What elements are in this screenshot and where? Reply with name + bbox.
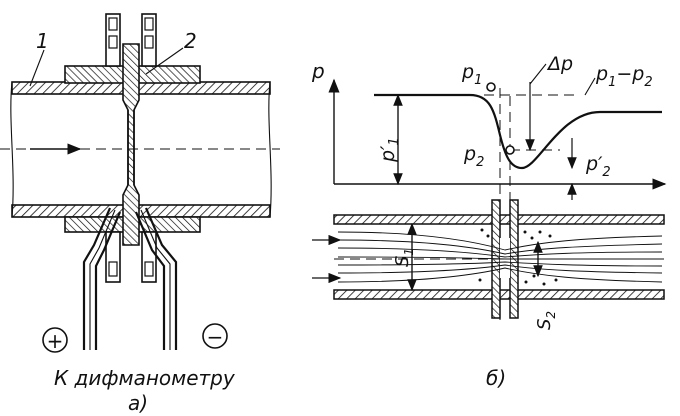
impulse-tube-right — [134, 207, 178, 350]
label-part-2: 2 — [184, 29, 197, 53]
label-part-1: 1 — [36, 29, 49, 53]
caption-a-line2: а) — [128, 391, 148, 415]
figure-a: 1 2 + − К дифманометру а) — [0, 13, 280, 415]
minus-sign-icon — [202, 323, 228, 349]
label-p2: p2 — [463, 143, 484, 170]
label-p1-prime: p′1 — [377, 137, 402, 163]
point-p2 — [505, 145, 515, 155]
label-p1-minus-p2: p1−p2 — [595, 63, 653, 90]
caption-a-line1: К дифманометру — [54, 366, 236, 390]
minus-sign: − — [207, 325, 224, 349]
label-p1: p1 — [461, 61, 482, 88]
label-s1: S1 — [392, 248, 416, 267]
figure-b: p p′1 p′2 Δp p1−p2 p — [311, 53, 667, 390]
caption-b: б) — [486, 366, 506, 390]
axis-p-label: p — [311, 59, 325, 83]
point-p1 — [486, 82, 496, 92]
label-delta-p: Δp — [546, 53, 573, 75]
plus-sign-icon — [42, 327, 68, 353]
pipe-wall-top — [11, 81, 271, 95]
label-p2-prime: p′2 — [585, 153, 611, 180]
pressure-curve — [374, 93, 662, 170]
label-s2: S2 — [534, 311, 558, 330]
plus-sign: + — [47, 329, 64, 353]
impulse-tube-left — [82, 207, 122, 350]
